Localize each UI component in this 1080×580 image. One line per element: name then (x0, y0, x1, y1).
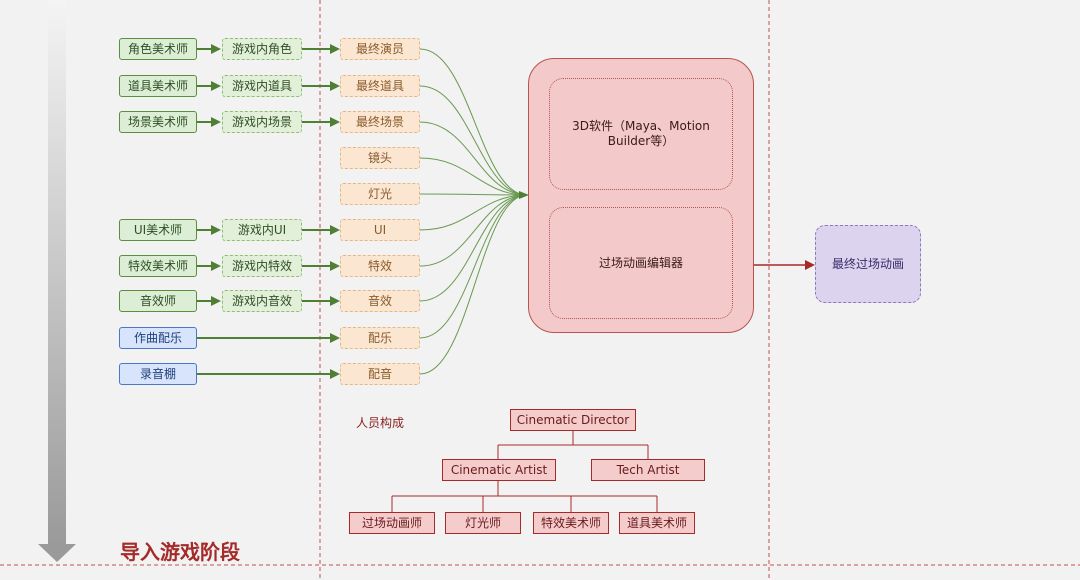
team-cinematic-director: Cinematic Director (510, 409, 636, 431)
ingame-vfx: 游戏内特效 (222, 255, 302, 277)
fan-in-arrowhead (519, 191, 529, 199)
final-prop: 最终道具 (340, 75, 420, 97)
cinematic-editor-box: 过场动画编辑器 (549, 207, 733, 319)
team-tree-lines (391, 431, 658, 512)
team-caption: 人员构成 (356, 416, 405, 430)
final-scene: 最终场景 (340, 111, 420, 133)
team-tech-artist: Tech Artist (591, 459, 705, 481)
source-recording-studio: 录音棚 (119, 363, 197, 385)
final-voice: 配音 (340, 363, 420, 385)
source-prop-artist: 道具美术师 (119, 75, 197, 97)
final-camera: 镜头 (340, 147, 420, 169)
team-member-animator: 过场动画师 (349, 512, 435, 534)
stage-label: 导入游戏阶段 (120, 540, 240, 564)
final-cinematic-output: 最终过场动画 (815, 225, 921, 303)
source-ui-artist: UI美术师 (119, 219, 197, 241)
ingame-ui: 游戏内UI (222, 219, 302, 241)
final-lighting: 灯光 (340, 183, 420, 205)
source-composer: 作曲配乐 (119, 327, 197, 349)
ingame-scene: 游戏内场景 (222, 111, 302, 133)
source-scene-artist: 场景美术师 (119, 111, 197, 133)
source-vfx-artist: 特效美术师 (119, 255, 197, 277)
ingame-prop: 游戏内道具 (222, 75, 302, 97)
final-sound: 音效 (340, 290, 420, 312)
fan-in-curves (419, 48, 528, 375)
final-ui: UI (340, 219, 420, 241)
timeline-arrowhead (38, 544, 76, 562)
ingame-character: 游戏内角色 (222, 38, 302, 60)
team-member-vfx: 特效美术师 (533, 512, 609, 534)
final-vfx: 特效 (340, 255, 420, 277)
3d-software-box: 3D软件（Maya、Motion Builder等） (549, 78, 733, 190)
final-actor: 最终演员 (340, 38, 420, 60)
ingame-sound: 游戏内音效 (222, 290, 302, 312)
team-cinematic-artist: Cinematic Artist (442, 459, 556, 481)
source-sound-designer: 音效师 (119, 290, 197, 312)
team-member-prop: 道具美术师 (619, 512, 695, 534)
source-character-artist: 角色美术师 (119, 38, 197, 60)
timeline-bar (48, 0, 66, 545)
team-member-lighting: 灯光师 (445, 512, 521, 534)
source-arrows (197, 44, 340, 379)
final-music: 配乐 (340, 327, 420, 349)
